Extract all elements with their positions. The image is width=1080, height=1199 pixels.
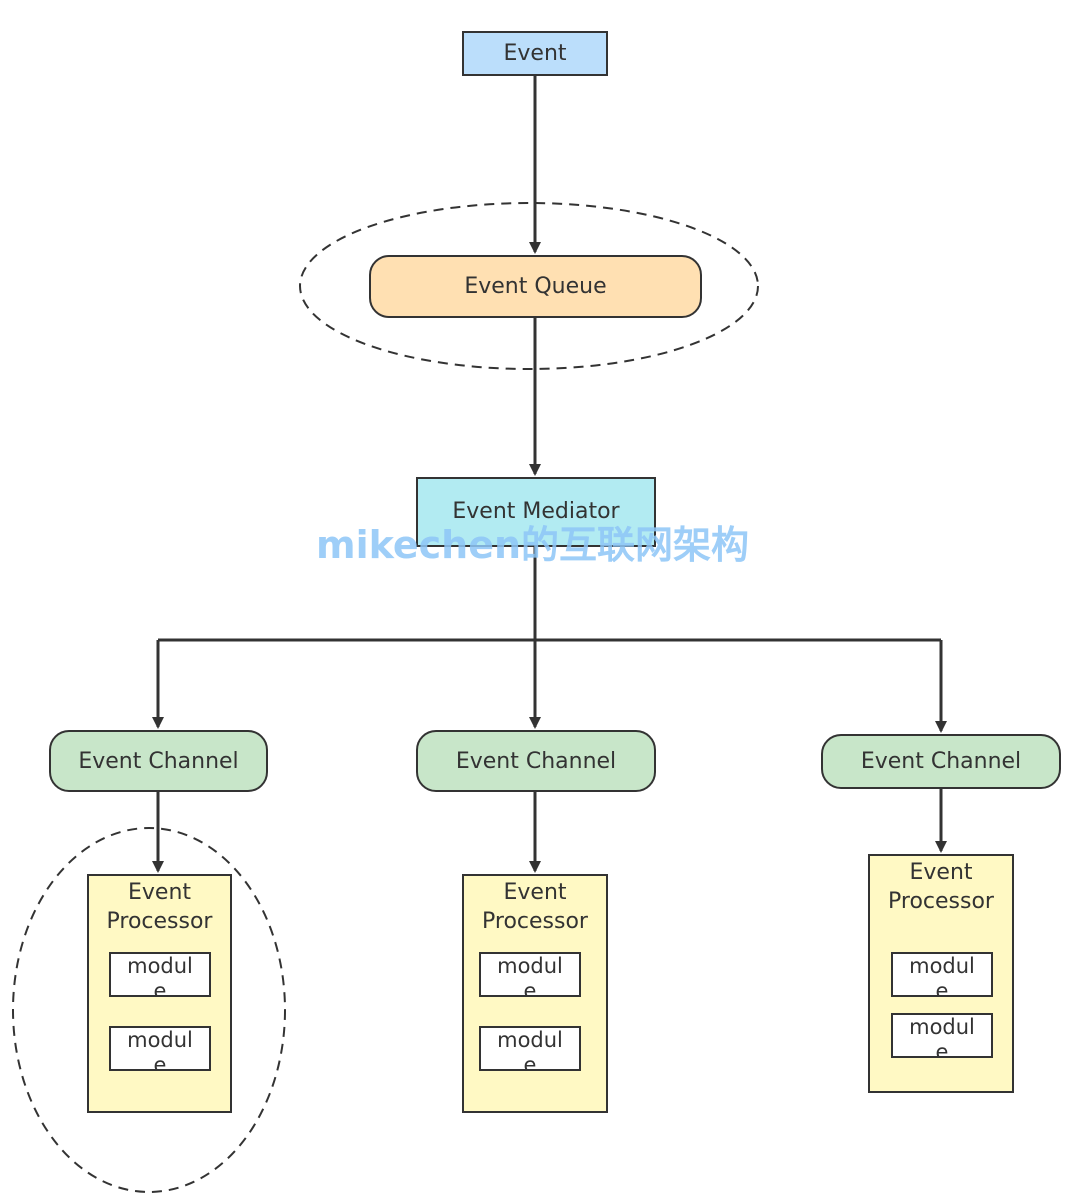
event-queue-node: Event Queue [369,255,702,318]
module-box: modul e [891,1013,993,1058]
queue-highlight-ellipse [299,202,759,370]
event-processor-1: Event Processor modul e modul e [87,874,232,1113]
processor-label: Event Processor [888,860,994,914]
processor-label: Event Processor [106,880,213,934]
module-box: modul e [109,952,211,997]
processor-label: Event Processor [482,880,588,934]
module-box: modul e [479,1026,581,1071]
module-box: modul e [479,952,581,997]
module-box: modul e [891,952,993,997]
watermark-text: mikechen的互联网架构 [316,523,750,567]
event-processor-3: Event Processor modul e modul e [868,854,1014,1093]
processor-highlight-ellipse [12,827,286,1193]
event-mediator-node: Event Mediator [416,477,656,547]
event-channel-2: Event Channel [416,730,656,792]
event-node: Event [462,31,608,76]
event-processor-2: Event Processor modul e modul e [462,874,608,1113]
module-box: modul e [109,1026,211,1071]
event-channel-1: Event Channel [49,730,268,792]
event-channel-3: Event Channel [821,734,1061,789]
